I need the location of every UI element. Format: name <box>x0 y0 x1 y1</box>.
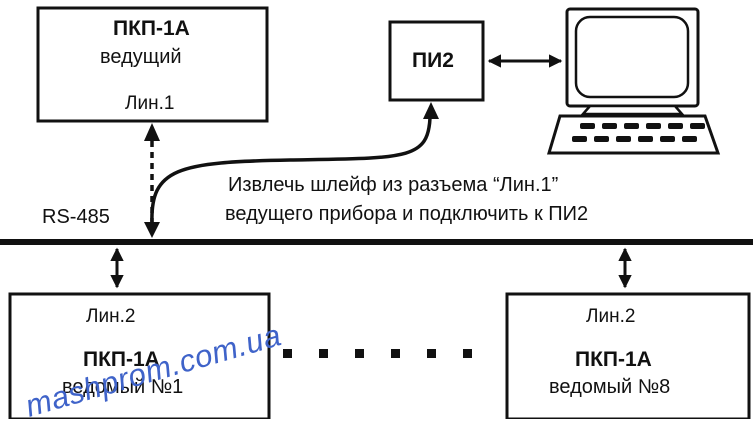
keyboard-key <box>624 123 639 129</box>
cable-arrowhead-bus <box>144 222 160 238</box>
instruction-line-2: ведущего прибора и подключить к ПИ2 <box>225 203 589 225</box>
pi2-label: ПИ2 <box>412 49 454 72</box>
master-role: ведущий <box>100 46 182 68</box>
keyboard-key <box>660 136 675 142</box>
slaves-ellipsis <box>283 349 472 358</box>
keyboard-key <box>572 136 587 142</box>
slave1-line-label: Лин.2 <box>86 306 136 327</box>
ellipsis-dot <box>355 349 364 358</box>
keyboard-key <box>690 123 705 129</box>
keyboard-key <box>668 123 683 129</box>
keyboard-key <box>594 136 609 142</box>
ellipsis-dot <box>463 349 472 358</box>
slave8-role: ведомый №8 <box>549 376 671 398</box>
desktop-computer-icon <box>546 7 721 155</box>
master-device-box <box>36 6 269 123</box>
slave-device-box-1 <box>8 292 271 421</box>
ellipsis-dot <box>391 349 400 358</box>
ellipsis-dot <box>427 349 436 358</box>
keyboard-key <box>616 136 631 142</box>
master-title: ПКП-1А <box>113 17 190 40</box>
ellipsis-dot <box>319 349 328 358</box>
ellipsis-dot <box>283 349 292 358</box>
keyboard-key <box>638 136 653 142</box>
slave1-title: ПКП-1А <box>83 348 160 371</box>
keyboard-key <box>602 123 617 129</box>
slave1-role: ведомый №1 <box>62 376 184 398</box>
slave8-title: ПКП-1А <box>575 348 652 371</box>
keyboard-keys <box>572 123 705 142</box>
master-link-arrowhead <box>144 123 160 141</box>
slave8-line-label: Лин.2 <box>586 306 636 327</box>
bus-label: RS-485 <box>42 206 110 228</box>
pi2-box <box>388 20 485 102</box>
keyboard-key <box>646 123 661 129</box>
keyboard-key <box>682 136 697 142</box>
cable-arrowhead-pi2 <box>423 102 439 119</box>
slave-device-box-8 <box>505 292 751 421</box>
instruction-line-1: Извлечь шлейф из разъема “Лин.1” <box>228 174 559 196</box>
keyboard-key <box>580 123 595 129</box>
master-line-label: Лин.1 <box>125 93 175 114</box>
cable-to-pi2-curve <box>150 117 432 225</box>
